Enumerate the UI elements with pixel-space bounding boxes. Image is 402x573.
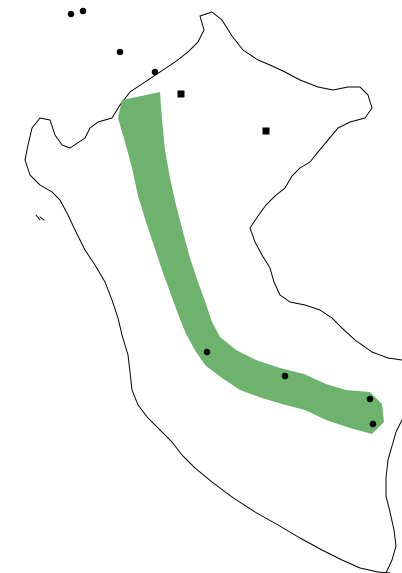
coast-notch bbox=[35, 214, 45, 221]
locality-square-marker bbox=[262, 127, 270, 135]
locality-dot-marker bbox=[67, 10, 75, 18]
species-range bbox=[118, 92, 384, 434]
locality-dot-marker bbox=[203, 348, 211, 356]
locality-dot-marker bbox=[79, 7, 87, 15]
locality-dot-marker bbox=[116, 48, 124, 56]
country-outline bbox=[24, 11, 402, 573]
locality-markers bbox=[67, 7, 377, 428]
locality-dot-marker bbox=[281, 372, 289, 380]
locality-dot-marker bbox=[369, 420, 377, 428]
locality-dot-marker bbox=[366, 395, 374, 403]
locality-square-marker bbox=[177, 90, 185, 98]
locality-dot-marker bbox=[151, 68, 159, 76]
eastern-border-south bbox=[385, 419, 402, 573]
